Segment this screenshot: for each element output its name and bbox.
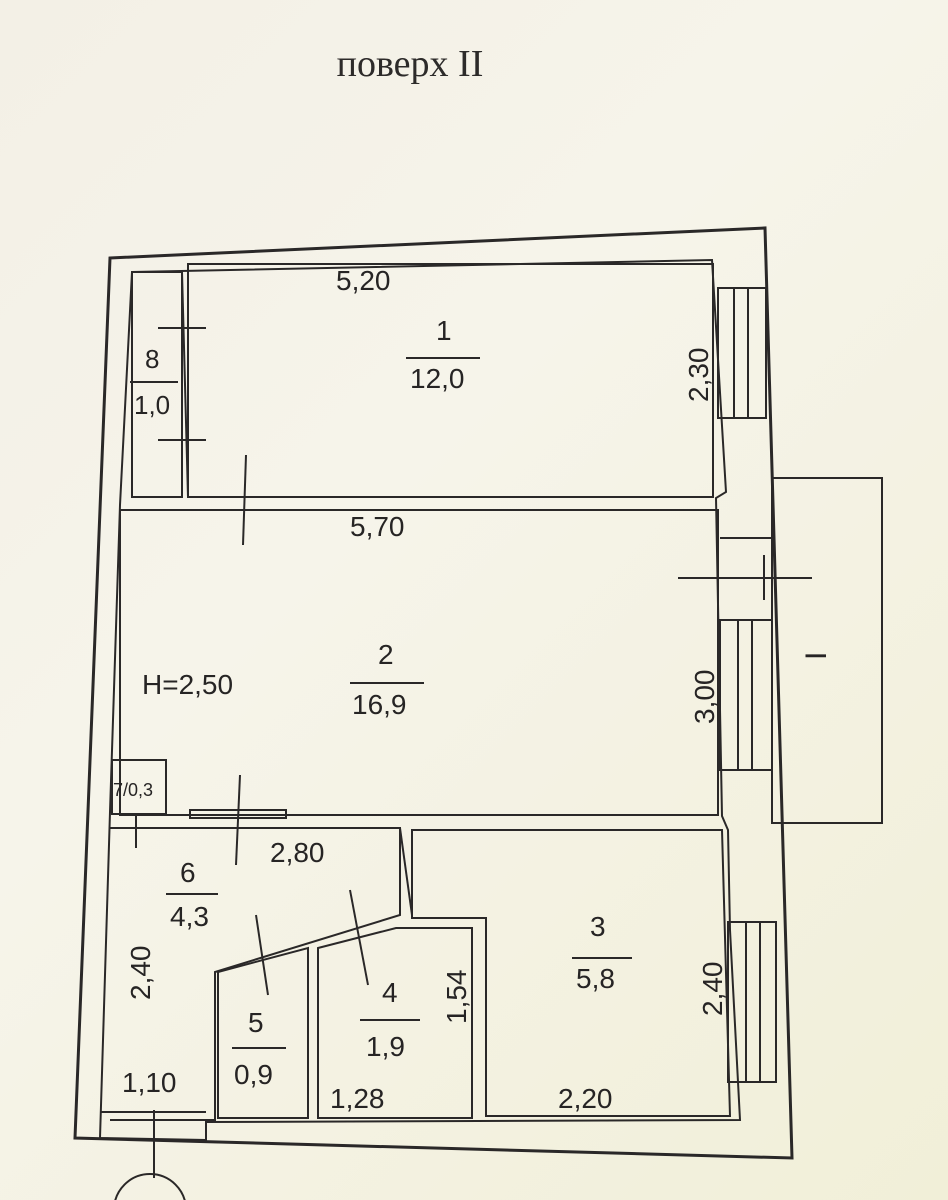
dim-room3-height: 2,40 xyxy=(697,962,728,1017)
dim-hall-bottom: 1,10 xyxy=(122,1067,177,1098)
room-4-area: 1,9 xyxy=(366,1031,405,1062)
closet-7-label: 7/0,3 xyxy=(113,780,153,800)
dim-hall-width: 2,80 xyxy=(270,837,325,868)
balcony xyxy=(771,477,883,824)
door-mark xyxy=(255,914,269,996)
room-1-number: 1 xyxy=(436,315,452,346)
outer-wall xyxy=(73,226,794,1160)
room-4-number: 4 xyxy=(382,977,398,1008)
outer-wall-inner xyxy=(98,258,742,1142)
entrance-marker xyxy=(114,1173,186,1200)
window-room-2 xyxy=(719,619,773,771)
window-room-3 xyxy=(727,921,777,1083)
floor-title: поверх II xyxy=(336,43,484,85)
room-8-number: 8 xyxy=(145,344,159,374)
room-5-outline xyxy=(217,946,309,1119)
room-2-area: 16,9 xyxy=(352,689,407,720)
room-8-area: 1,0 xyxy=(134,390,170,420)
dim-mid-room-height: 3,00 xyxy=(689,670,720,725)
door-mark xyxy=(349,889,369,986)
room-6-area: 4,3 xyxy=(170,901,209,932)
room-2-outline xyxy=(119,509,719,816)
balcony-label: I xyxy=(800,652,833,660)
room-4-outline xyxy=(317,927,473,1119)
dim-top-room-width: 5,20 xyxy=(336,265,391,296)
door-mark xyxy=(242,454,247,546)
room-8-outline xyxy=(131,271,183,498)
room-5-area: 0,9 xyxy=(234,1059,273,1090)
dim-top-room-height: 2,30 xyxy=(683,348,714,403)
room-3-number: 3 xyxy=(590,911,606,942)
room-2-number: 2 xyxy=(378,639,394,670)
room-3-outline xyxy=(411,829,732,1117)
dim-room4-height: 1,54 xyxy=(441,970,472,1025)
dim-mid-room-width: 5,70 xyxy=(350,511,405,542)
closet-7 xyxy=(111,759,167,815)
dim-room3-bottom: 2,20 xyxy=(558,1083,613,1114)
dim-room4-bottom: 1,28 xyxy=(330,1083,385,1114)
room-3-area: 5,8 xyxy=(576,963,615,994)
room-6-number: 6 xyxy=(180,857,196,888)
dim-hall-height: 2,40 xyxy=(125,946,156,1001)
room-5-number: 5 xyxy=(248,1007,264,1038)
room-6-outline xyxy=(110,827,401,1121)
ceiling-height: H=2,50 xyxy=(142,669,233,700)
room-1-outline xyxy=(187,263,714,498)
window-room-1 xyxy=(717,287,767,419)
room-1-area: 12,0 xyxy=(410,363,465,394)
door-mark xyxy=(235,774,241,866)
